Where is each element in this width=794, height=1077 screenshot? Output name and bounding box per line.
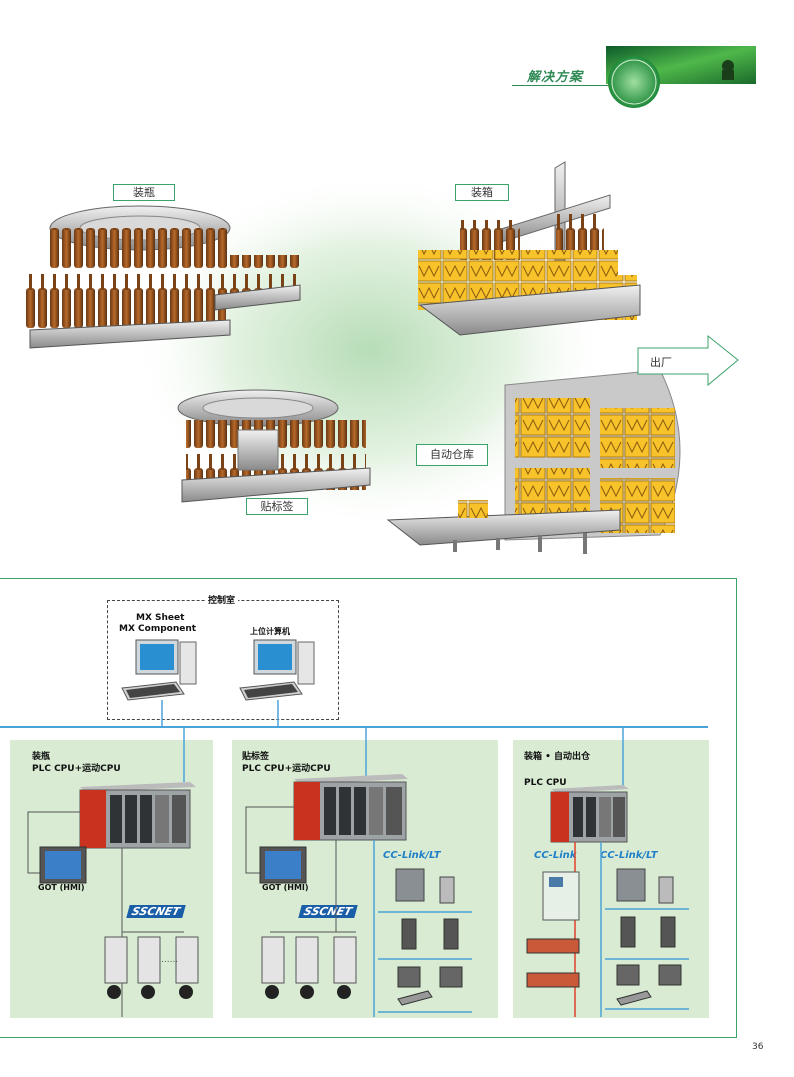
section-filling-cpu: PLC CPU+运动CPU xyxy=(32,764,121,774)
section-filling-title: 装瓶 xyxy=(32,752,51,762)
section-labeling-cpu: PLC CPU+运动CPU xyxy=(242,764,331,774)
labeling-machine xyxy=(177,389,371,503)
label-filling: 装瓶 xyxy=(113,184,175,201)
automatic-warehouse xyxy=(386,369,681,554)
section-packing-cpu: PLC CPU xyxy=(524,778,567,788)
got-label-2: GOT (HMI) xyxy=(262,883,309,892)
svg-text:......: ...... xyxy=(161,955,178,965)
label-labeling: 贴标签 xyxy=(246,498,308,515)
section-packing-diagram xyxy=(526,727,689,1017)
header-banner-image xyxy=(606,46,756,108)
got-label-1: GOT (HMI) xyxy=(38,883,85,892)
label-shipping: 出厂 xyxy=(650,356,672,369)
cc-link-label: CC-Link xyxy=(534,850,577,861)
inverter-unit xyxy=(542,871,580,921)
software-line2: MX Component xyxy=(119,624,197,634)
packing-machine xyxy=(418,161,641,336)
label-warehouse: 自动仓库 xyxy=(416,444,488,466)
plc-rack xyxy=(550,785,629,843)
section-packing-title: 装箱 • 自动出仓 xyxy=(524,752,591,762)
network-diagram-frame xyxy=(0,578,737,1038)
header-title: 解决方案 xyxy=(527,70,584,85)
host-pc-label: 上位计算机 xyxy=(250,627,290,636)
filling-machine xyxy=(26,205,301,349)
cc-link-lt-label-2: CC-Link/LT xyxy=(600,850,658,861)
section-labeling-title: 贴标签 xyxy=(242,752,270,762)
control-room-title: 控制室 xyxy=(205,596,239,607)
header-underline xyxy=(512,85,614,86)
plc-rack xyxy=(79,782,196,849)
host-pc-icon xyxy=(239,639,315,701)
servo-amplifiers xyxy=(261,936,357,999)
shipping-arrow-icon xyxy=(637,334,739,387)
servo-amplifiers: ...... xyxy=(104,936,199,999)
process-illustration xyxy=(26,161,739,554)
pc-icon xyxy=(121,639,197,701)
cc-link-lt-label-1: CC-Link/LT xyxy=(383,850,441,861)
plc-rack xyxy=(293,774,408,841)
io-modules xyxy=(395,868,463,1006)
software-line1: MX Sheet xyxy=(136,613,185,623)
label-packing: 装箱 xyxy=(455,184,509,201)
io-modules xyxy=(616,868,682,1006)
section-labeling-diagram xyxy=(245,727,472,1017)
section-filling-diagram: ...... xyxy=(27,727,199,1017)
page-number: 36 xyxy=(752,1042,764,1052)
